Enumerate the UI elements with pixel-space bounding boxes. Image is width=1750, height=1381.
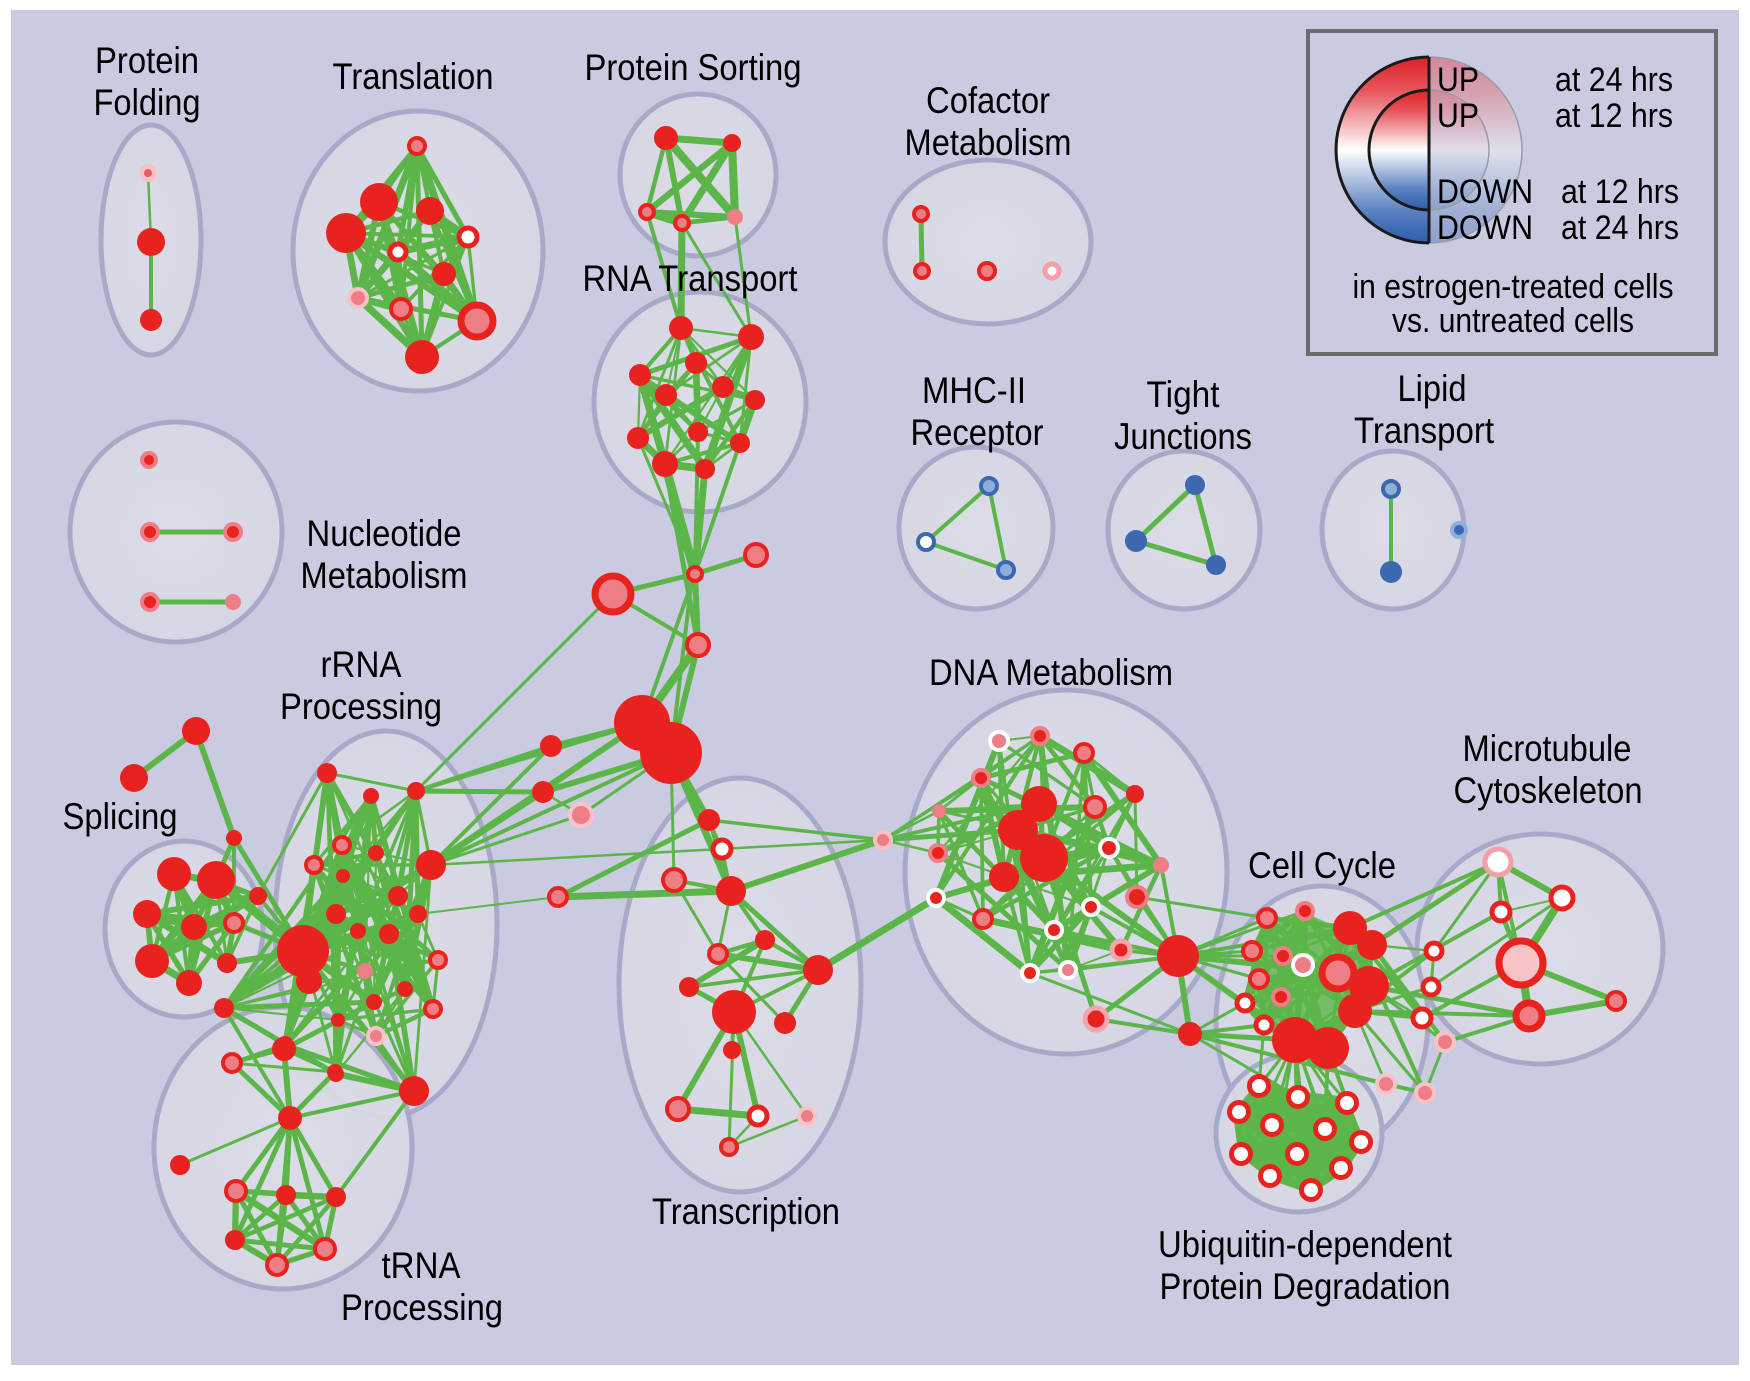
svg-text:UP: UP — [1437, 61, 1479, 99]
svg-text:Protein Degradation: Protein Degradation — [1160, 1266, 1451, 1307]
svg-text:Processing: Processing — [341, 1287, 503, 1328]
svg-text:Lipid: Lipid — [1398, 368, 1467, 409]
svg-text:Folding: Folding — [94, 82, 201, 123]
svg-text:MHC-II: MHC-II — [922, 370, 1026, 411]
svg-text:at 24 hrs: at 24 hrs — [1555, 61, 1673, 99]
svg-text:DOWN: DOWN — [1437, 173, 1533, 211]
svg-text:Junctions: Junctions — [1114, 416, 1252, 457]
svg-text:at 12 hrs: at 12 hrs — [1555, 97, 1673, 135]
svg-text:Protein Sorting: Protein Sorting — [585, 47, 802, 88]
svg-text:Microtubule: Microtubule — [1463, 728, 1632, 769]
svg-text:RNA Transport: RNA Transport — [583, 258, 799, 299]
svg-text:Metabolism: Metabolism — [301, 555, 468, 596]
svg-text:Receptor: Receptor — [911, 412, 1044, 453]
svg-text:at 24 hrs: at 24 hrs — [1561, 209, 1679, 247]
svg-text:UP: UP — [1437, 97, 1479, 135]
svg-text:rRNA: rRNA — [321, 644, 402, 685]
svg-text:Cofactor: Cofactor — [926, 80, 1050, 121]
svg-text:DNA Metabolism: DNA Metabolism — [929, 652, 1173, 693]
svg-text:Cell Cycle: Cell Cycle — [1248, 845, 1396, 886]
svg-text:Ubiquitin-dependent: Ubiquitin-dependent — [1158, 1224, 1453, 1265]
svg-text:Tight: Tight — [1147, 374, 1221, 415]
svg-text:Splicing: Splicing — [63, 796, 178, 837]
svg-text:Processing: Processing — [280, 686, 442, 727]
svg-text:vs. untreated cells: vs. untreated cells — [1392, 302, 1634, 340]
svg-text:in estrogen-treated cells: in estrogen-treated cells — [1353, 268, 1674, 306]
svg-text:Cytoskeleton: Cytoskeleton — [1454, 770, 1643, 811]
svg-text:Translation: Translation — [333, 56, 494, 97]
svg-text:Transcription: Transcription — [652, 1191, 840, 1232]
svg-text:Protein: Protein — [95, 40, 199, 81]
svg-text:tRNA: tRNA — [382, 1245, 461, 1286]
svg-text:at 12 hrs: at 12 hrs — [1561, 173, 1679, 211]
svg-text:Nucleotide: Nucleotide — [307, 513, 462, 554]
svg-text:DOWN: DOWN — [1437, 209, 1533, 247]
svg-text:Transport: Transport — [1354, 410, 1495, 451]
svg-text:Metabolism: Metabolism — [905, 122, 1072, 163]
